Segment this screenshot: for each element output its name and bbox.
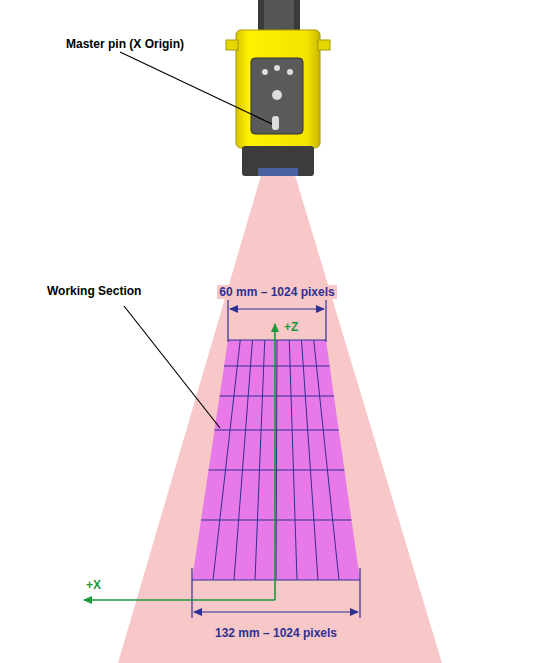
axes — [84, 324, 275, 600]
dimension-label: 60 mm – 1024 pixels — [217, 285, 336, 299]
dimension-lines — [192, 300, 360, 618]
leader-line — [120, 52, 272, 124]
dimension-label: 132 mm – 1024 pixels — [213, 626, 339, 640]
working-section — [192, 340, 360, 580]
laser-fan — [118, 172, 442, 663]
sensor-body — [226, 0, 330, 176]
axis-label: +Z — [284, 320, 298, 334]
callout-label: Master pin (X Origin) — [66, 37, 184, 51]
axis-label: +X — [86, 578, 101, 592]
grid-lines — [192, 340, 360, 580]
leader-line — [124, 306, 220, 428]
callout-label: Working Section — [47, 284, 141, 298]
